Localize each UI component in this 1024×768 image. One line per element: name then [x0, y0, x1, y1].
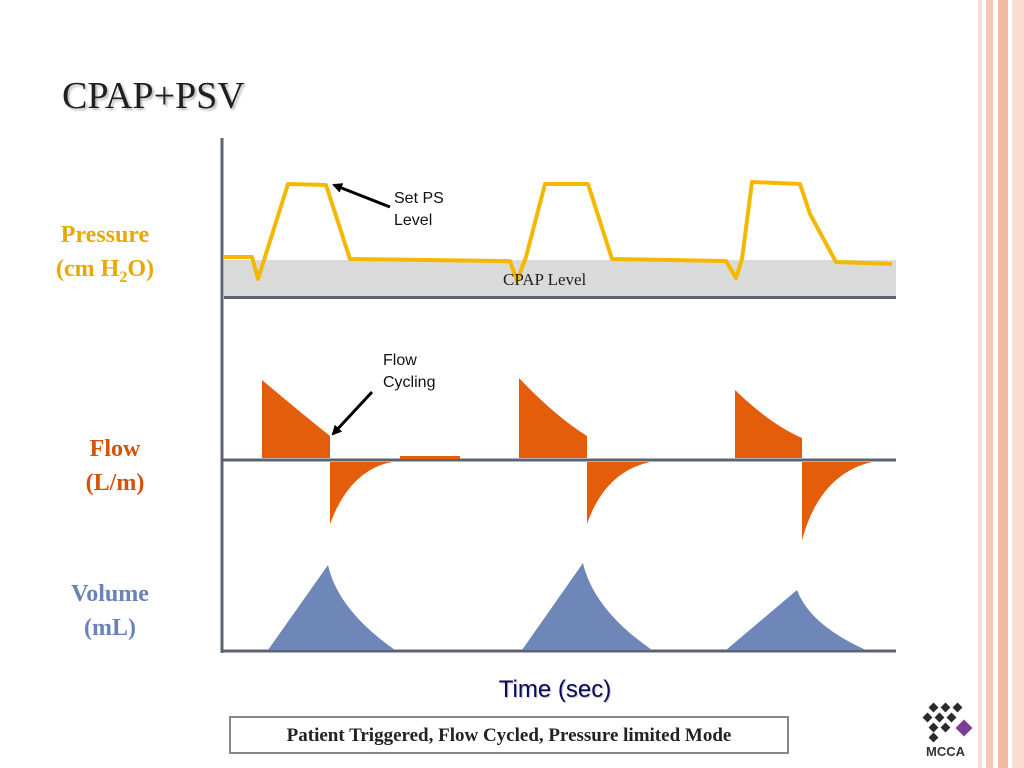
- volume-axis-label: Volume (mL): [50, 577, 170, 645]
- slide-title: CPAP+PSV: [62, 75, 245, 117]
- flow-cycling-line1: Flow: [383, 352, 417, 369]
- flow-small-mark: [400, 456, 460, 459]
- flow-cycling-arrow: [331, 390, 374, 436]
- volume-breath-1: [268, 565, 395, 650]
- decorative-stripes: [978, 0, 1024, 768]
- volume-label-line2: (mL): [84, 615, 136, 641]
- flow-insp-3: [735, 390, 802, 458]
- time-axis-label: Time (sec): [498, 676, 612, 703]
- flow-cycling-line2: Cycling: [383, 374, 436, 391]
- flow-exp-1: [330, 462, 392, 524]
- flow-label-line1: Flow: [89, 436, 141, 462]
- flow-cycling-annotation: Flow Cycling: [383, 350, 435, 394]
- set-ps-line2: Level: [394, 212, 433, 229]
- flow-insp-1: [262, 380, 330, 458]
- mode-caption: Patient Triggered, Flow Cycled, Pressure…: [229, 716, 789, 754]
- cpap-band-edge: [224, 296, 896, 299]
- pressure-label-line2: (cm H2O): [56, 256, 154, 286]
- volume-breath-2: [522, 563, 652, 650]
- set-ps-annotation: Set PS Level: [394, 188, 444, 232]
- volume-waveform: [268, 563, 866, 650]
- flow-exp-2: [587, 462, 650, 524]
- mcca-logo-icon: [922, 702, 973, 743]
- pressure-axis-label: Pressure (cm H2O): [40, 218, 170, 295]
- flow-waveform: [262, 378, 872, 540]
- cpap-level-label: CPAP Level: [503, 270, 587, 289]
- flow-exp-3: [802, 462, 872, 540]
- flow-insp-2: [519, 378, 587, 458]
- volume-breath-3: [726, 590, 866, 650]
- cpap-band: [224, 260, 896, 298]
- set-ps-line1: Set PS: [394, 190, 444, 207]
- flow-axis-label: Flow (L/m): [60, 432, 170, 500]
- logo-text: MCCA: [926, 744, 965, 759]
- flow-label-line2: (L/m): [85, 470, 145, 496]
- pressure-label-line1: Pressure: [60, 222, 150, 248]
- volume-label-line1: Volume: [71, 581, 149, 607]
- set-ps-arrow: [332, 183, 391, 209]
- pressure-waveform: [224, 180, 893, 283]
